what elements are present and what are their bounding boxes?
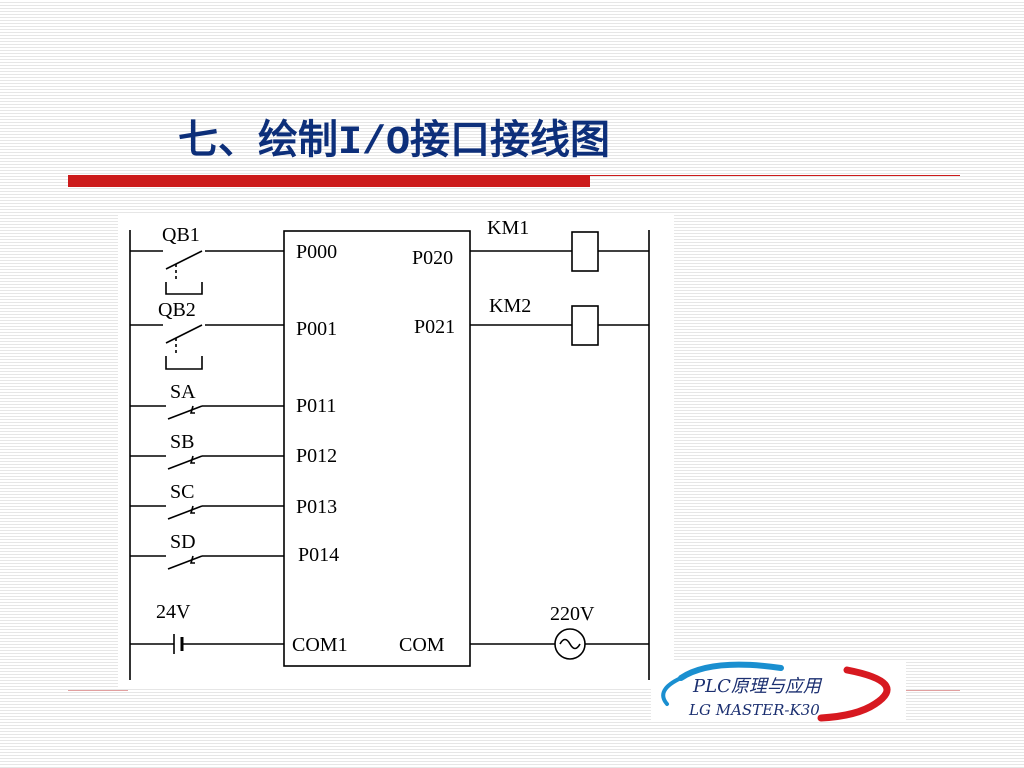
footer-line-left <box>68 690 128 691</box>
coil-km1 <box>470 231 649 272</box>
logo: PLC原理与应用 LG MASTER-K30 <box>651 660 906 722</box>
ac-source-220v <box>470 628 649 660</box>
switch-sb <box>130 455 284 470</box>
breaker-qb1 <box>130 250 284 295</box>
switch-sa <box>130 405 284 420</box>
label-km1: KM1 <box>487 217 529 239</box>
diagram-background <box>118 214 674 688</box>
title-prefix: 七、绘制 <box>178 117 338 163</box>
battery-24v <box>130 634 284 654</box>
port-com1: COM1 <box>292 634 348 656</box>
port-p021: P021 <box>414 316 455 338</box>
port-p011: P011 <box>296 395 336 417</box>
slide-title: 七、绘制I/O接口接线图 <box>178 112 610 172</box>
title-underline-line <box>590 175 960 176</box>
logo-ring-blue-tail <box>661 676 683 706</box>
footer-line-right <box>904 690 960 691</box>
label-sc: SC <box>170 481 194 503</box>
plc-module-box <box>283 230 471 667</box>
port-p001: P001 <box>296 318 337 340</box>
label-km2: KM2 <box>489 295 531 317</box>
label-24v: 24V <box>156 601 191 623</box>
port-p020: P020 <box>412 247 453 269</box>
port-com: COM <box>399 634 445 656</box>
label-sb: SB <box>170 431 194 453</box>
logo-ring-blue <box>678 661 784 681</box>
title-suffix: 接口接线图 <box>410 117 611 163</box>
port-p013: P013 <box>296 496 337 518</box>
label-qb2: QB2 <box>158 299 196 321</box>
logo-text-line1: PLC原理与应用 <box>692 676 823 697</box>
switch-sc <box>130 505 284 520</box>
logo-text-line2: LG MASTER-K30 <box>688 701 820 719</box>
port-p012: P012 <box>296 445 337 467</box>
io-wiring-diagram: QB1 QB2 SA SB SC SD 24V KM1 KM2 220V P00… <box>118 214 674 688</box>
title-underline-bar <box>68 175 590 187</box>
title-io: I/O <box>338 121 411 166</box>
label-220v: 220V <box>550 603 595 625</box>
port-p000: P000 <box>296 241 337 263</box>
label-sd: SD <box>170 531 196 553</box>
label-sa: SA <box>170 381 196 403</box>
breaker-qb2 <box>130 324 284 370</box>
coil-km2 <box>470 305 649 346</box>
logo-ring-red <box>817 666 891 722</box>
port-p014: P014 <box>298 544 339 566</box>
switch-sd <box>130 555 284 570</box>
label-qb1: QB1 <box>162 224 200 246</box>
